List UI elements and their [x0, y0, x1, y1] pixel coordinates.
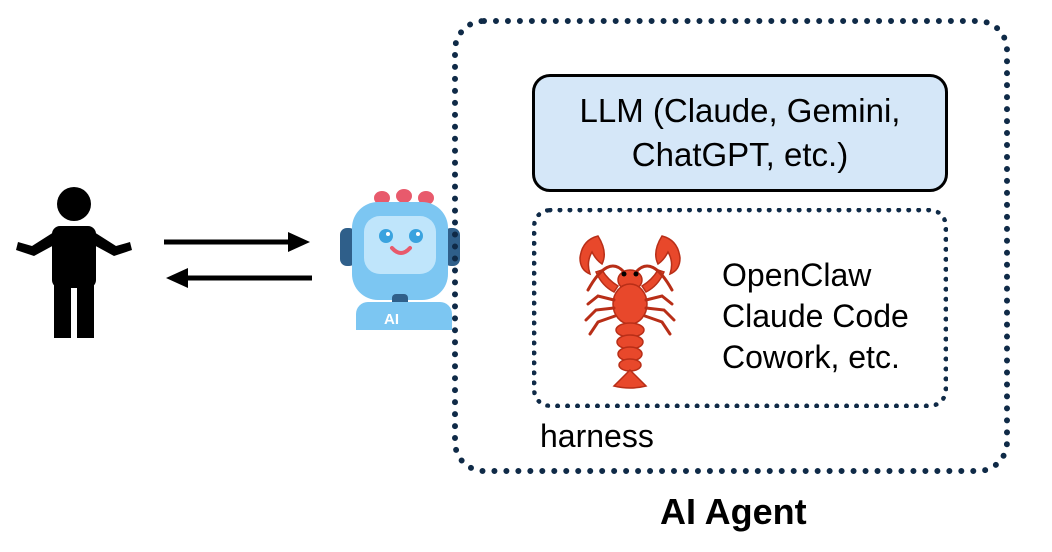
harness-box: [532, 208, 948, 408]
harness-tools-list: OpenClaw Claude Code Cowork, etc.: [722, 255, 909, 378]
ai-robot-icon: AI: [340, 189, 460, 330]
bidirectional-arrows: [164, 232, 312, 288]
person-icon: [16, 187, 132, 338]
llm-line-1: LLM (Claude, Gemini,: [579, 92, 901, 129]
harness-tool-claude-code: Claude Code: [722, 298, 909, 334]
harness-tool-openclaw: OpenClaw: [722, 257, 872, 293]
arrow-left-icon: [166, 268, 312, 288]
llm-text: LLM (Claude, Gemini, ChatGPT, etc.): [580, 89, 901, 177]
arrow-right-icon: [164, 232, 310, 252]
llm-box: LLM (Claude, Gemini, ChatGPT, etc.): [532, 74, 948, 192]
ai-agent-container: [452, 18, 1010, 474]
harness-tool-cowork: Cowork, etc.: [722, 339, 900, 375]
lobster-icon: [579, 235, 681, 389]
llm-line-2: ChatGPT, etc.): [631, 136, 849, 173]
harness-label: harness: [540, 418, 654, 454]
robot-badge: AI: [384, 311, 399, 328]
ai-agent-label: AI Agent: [660, 491, 807, 532]
